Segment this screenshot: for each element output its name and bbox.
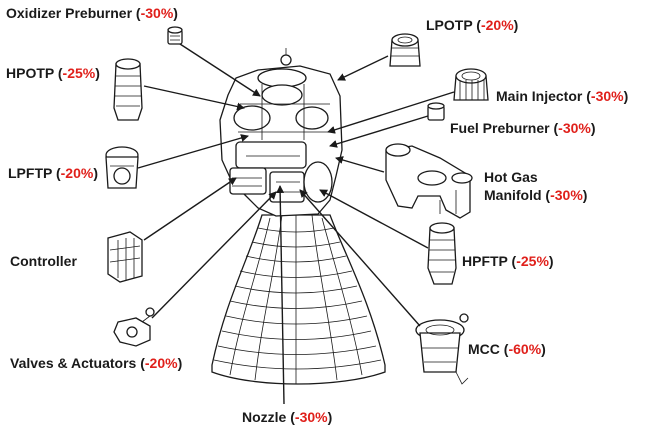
label-hot-gas-line2: Manifold (-30%)	[484, 187, 587, 203]
fuel-preburner-part	[427, 102, 445, 121]
main-injector-part	[453, 68, 489, 101]
label-hpftp: HPFTP (-25%)	[462, 253, 554, 269]
mcc-part	[415, 313, 469, 385]
lpotp-part	[389, 33, 421, 67]
label-hpotp: HPOTP (-25%)	[6, 65, 100, 81]
valves-actuators-part	[113, 307, 155, 347]
label-controller: Controller	[10, 253, 77, 269]
oxidizer-preburner-part	[167, 26, 183, 45]
leader-lines	[137, 43, 455, 405]
hot-gas-manifold-part	[385, 143, 473, 219]
label-hot-gas-line1: Hot Gas	[484, 169, 538, 185]
lpftp-part	[105, 146, 139, 189]
label-lpotp: LPOTP (-20%)	[426, 17, 518, 33]
nozzle-drawing	[211, 214, 386, 385]
hpotp-part	[113, 58, 143, 121]
label-main-injector: Main Injector (-30%)	[496, 88, 628, 104]
label-lpftp: LPFTP (-20%)	[8, 165, 98, 181]
label-mcc: MCC (-60%)	[468, 341, 546, 357]
label-fuel-preburner: Fuel Preburner (-30%)	[450, 120, 596, 136]
powerhead-drawing	[219, 48, 343, 217]
controller-part	[107, 231, 143, 283]
hpftp-part	[427, 222, 457, 285]
label-nozzle: Nozzle (-30%)	[242, 409, 332, 425]
label-valves-actuators: Valves & Actuators (-20%)	[10, 355, 182, 371]
label-oxidizer-preburner: Oxidizer Preburner (-30%)	[6, 5, 178, 21]
